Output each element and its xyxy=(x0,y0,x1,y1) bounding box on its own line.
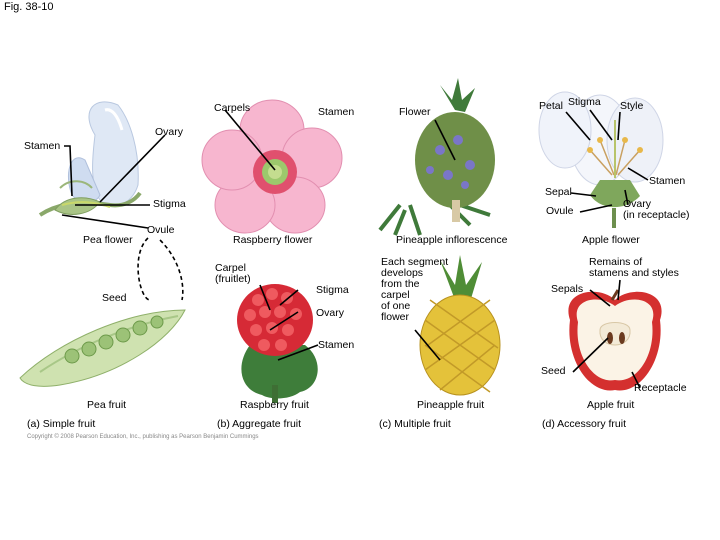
apple-ovule-label: Ovule xyxy=(546,205,574,217)
raspberry-stamen-lower-label: Stamen xyxy=(318,339,355,351)
apple-stamen-label: Stamen xyxy=(649,175,686,187)
pineapple-inflorescence-caption: Pineapple inflorescence xyxy=(396,234,508,246)
figure-label: Fig. 38-10 xyxy=(4,1,54,13)
raspberry-stigma-label: Stigma xyxy=(316,284,349,296)
pea-stigma-label: Stigma xyxy=(153,198,186,210)
apple-sepal-label: Sepal xyxy=(545,186,572,198)
pea-carpels-label: Carpels xyxy=(214,102,251,114)
copyright-notice: Copyright © 2008 Pearson Education, Inc.… xyxy=(27,434,259,440)
accessory-fruit-caption: (d) Accessory fruit xyxy=(542,418,627,430)
pineapple-fruit-illustration xyxy=(419,255,501,396)
pea-stamen-label: Stamen xyxy=(24,140,61,152)
apple-petal-label: Petal xyxy=(539,100,563,112)
raspberry-flower-illustration xyxy=(201,99,343,234)
apple-ovary-label: Ovary (in receptacle) xyxy=(623,198,690,221)
pineapple-fruit-caption: Pineapple fruit xyxy=(417,399,485,411)
apple-stigma-label: Stigma xyxy=(568,96,601,108)
pea-flower-caption: Pea flower xyxy=(83,234,133,246)
apple-receptacle-label: Receptacle xyxy=(634,382,687,394)
raspberry-stamen-label: Stamen xyxy=(318,106,355,118)
pineapple-inflorescence-illustration xyxy=(378,78,495,236)
leader-lines xyxy=(61,109,649,389)
apple-flower-caption: Apple flower xyxy=(582,234,640,246)
raspberry-fruit-caption: Raspberry fruit xyxy=(240,399,309,411)
pea-fruit-illustration xyxy=(19,309,186,387)
pea-ovary-label: Ovary xyxy=(155,126,184,138)
apple-flower-illustration xyxy=(538,91,664,228)
raspberry-ovary-label: Ovary xyxy=(316,307,345,319)
aggregate-fruit-caption: (b) Aggregate fruit xyxy=(217,418,302,430)
apple-remains-label: Remains of stamens and styles xyxy=(589,256,679,279)
pineapple-flower-label: Flower xyxy=(399,106,431,118)
apple-style-label: Style xyxy=(620,100,644,112)
pea-seed-label: Seed xyxy=(102,292,127,304)
simple-fruit-caption: (a) Simple fruit xyxy=(27,418,96,430)
pineapple-segment-note: Each segment develops from the carpel of… xyxy=(381,256,449,323)
raspberry-fruit-illustration xyxy=(237,284,318,403)
multiple-fruit-caption: (c) Multiple fruit xyxy=(379,418,451,430)
apple-fruit-caption: Apple fruit xyxy=(587,399,635,411)
apple-sepals-label: Sepals xyxy=(551,283,584,295)
apple-fruit-illustration xyxy=(568,289,662,391)
pea-flower-illustration xyxy=(38,101,142,217)
apple-seed-label: Seed xyxy=(541,365,566,377)
pea-fruit-caption: Pea fruit xyxy=(87,399,127,411)
raspberry-carpel-label: Carpel (fruitlet) xyxy=(215,262,251,285)
pea-ovule-label: Ovule xyxy=(147,224,175,236)
raspberry-flower-caption: Raspberry flower xyxy=(233,234,313,246)
